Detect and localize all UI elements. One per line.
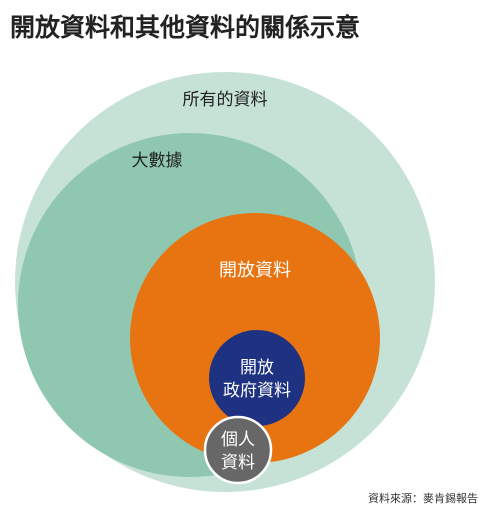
open-gov-data-label-line2: 政府資料: [223, 381, 291, 401]
open-data-label: 開放資料: [219, 260, 291, 281]
personal-data-label-line1: 個人: [221, 430, 255, 450]
source-note: 資料來源：麥肯錫報告: [368, 492, 478, 505]
diagram-title: 開放資料和其他資料的關係示意: [10, 13, 361, 42]
open-gov-data-circle: [209, 330, 305, 426]
big-data-label: 大數據: [132, 151, 183, 171]
personal-data-label-line2: 資料: [221, 453, 255, 473]
personal-data-circle: [203, 415, 273, 485]
open-gov-data-label-line1: 開放: [240, 358, 274, 378]
all-data-label: 所有的資料: [183, 90, 268, 110]
